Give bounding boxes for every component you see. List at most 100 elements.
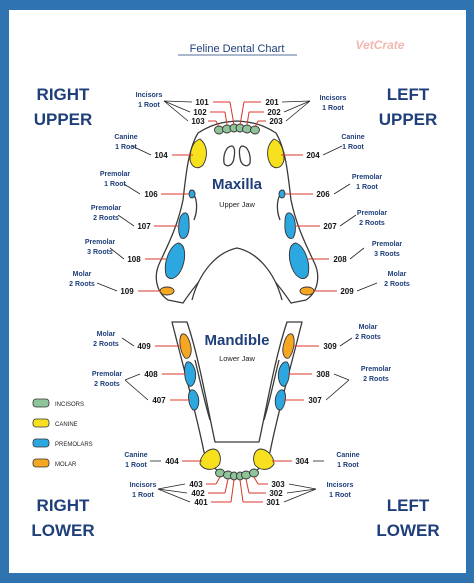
tooth-103-icon[interactable]: [214, 125, 224, 135]
pointer-307: [325, 379, 350, 401]
quadrant-right-upper-line2: UPPER: [34, 110, 93, 129]
quadrant-right-lower-line1: RIGHT: [37, 496, 91, 515]
legend-label-incisors: INCISORS: [55, 402, 84, 408]
tooth-number-303: 303: [271, 480, 285, 489]
tooth-number-101: 101: [195, 98, 209, 107]
tooth-number-206: 206: [316, 190, 330, 199]
pointer-ur-inc-101: [163, 100, 193, 103]
tooth-107-icon[interactable]: [178, 212, 190, 239]
label-left-lower-molar-type: Molar: [359, 324, 378, 331]
nasal-opening-right: [223, 145, 236, 167]
label-left-upper-premolar1-roots: 1 Root: [356, 184, 378, 191]
pointer-ur-inc-103: [163, 100, 189, 122]
label-left-upper-canine-roots: 1 Root: [342, 144, 364, 151]
legend: INCISORS CANINE PREMOLARS MOLAR: [32, 398, 93, 468]
leader-lines: [138, 101, 337, 503]
tooth-307-icon[interactable]: [274, 389, 286, 411]
mandible-inner-right: [194, 359, 211, 421]
label-left-upper-canine-type: Canine: [341, 134, 364, 141]
label-right-upper-premolar1-type: Premolar: [100, 171, 131, 178]
leader-402-rise: [224, 478, 229, 494]
quadrant-left-upper-line2: UPPER: [379, 110, 438, 129]
label-right-upper-premolar2-type: Premolar: [91, 205, 122, 212]
pointer-208: [349, 247, 365, 260]
label-right-lower-canine-type: Canine: [124, 452, 147, 459]
leader-403-rise: [215, 476, 221, 485]
tooth-207-icon[interactable]: [284, 212, 296, 239]
pointer-ul-inc-202: [283, 100, 311, 113]
chart-title: Feline Dental Chart: [190, 43, 285, 55]
tooth-number-409: 409: [137, 342, 151, 351]
tooth-104-icon[interactable]: [189, 138, 207, 169]
label-left-lower-canine-roots: 1 Root: [337, 462, 359, 469]
label-left-upper-molar-type: Molar: [388, 271, 407, 278]
tooth-number-404: 404: [165, 457, 179, 466]
legend-swatch-premolars: [32, 438, 50, 448]
label-right-upper-premolar3-roots: 3 Roots: [87, 249, 113, 256]
tooth-309-icon[interactable]: [282, 333, 295, 359]
tooth-106-icon[interactable]: [188, 189, 196, 199]
tooth-number-304: 304: [295, 457, 309, 466]
mandible-label: Mandible: [204, 332, 269, 349]
tooth-109-icon[interactable]: [159, 286, 175, 296]
pointer-409: [121, 337, 135, 347]
tooth-number-209: 209: [340, 287, 354, 296]
tooth-208-icon[interactable]: [288, 242, 310, 279]
tooth-209-icon[interactable]: [299, 286, 315, 296]
label-left-lower-incisors-type: Incisors: [327, 482, 354, 489]
pointer-lr-inc-301: [283, 488, 317, 503]
tooth-number-106: 106: [144, 190, 158, 199]
label-left-upper-incisors-roots: 1 Root: [322, 105, 344, 112]
quadrant-right-lower-line2: LOWER: [31, 521, 94, 540]
pointer-ul-inc-201: [281, 100, 311, 103]
tooth-409-icon[interactable]: [179, 333, 192, 359]
tooth-203-icon[interactable]: [250, 125, 260, 135]
label-left-upper-premolar1-type: Premolar: [352, 174, 383, 181]
label-left-upper-incisors-type: Incisors: [320, 95, 347, 102]
pointer-108: [109, 247, 125, 260]
label-right-lower-premolar-roots: 2 Roots: [94, 381, 120, 388]
pointer-ll-inc-403: [157, 483, 186, 490]
tooth-108-icon[interactable]: [164, 242, 186, 279]
tooth-number-109: 109: [120, 287, 134, 296]
label-left-upper-premolar3-type: Premolar: [372, 241, 403, 248]
pointer-lr-inc-302: [286, 488, 317, 494]
label-left-upper-premolar3-roots: 3 Roots: [374, 251, 400, 258]
tooth-number-104: 104: [154, 151, 168, 160]
label-right-upper-premolar2-roots: 2 Roots: [93, 215, 119, 222]
tooth-303-icon[interactable]: [249, 468, 259, 478]
tooth-number-207: 207: [323, 222, 337, 231]
pointer-104: [131, 145, 152, 156]
tooth-number-204: 204: [306, 151, 320, 160]
tooth-number-402: 402: [191, 489, 205, 498]
pointer-107: [117, 214, 135, 227]
tooth-204-icon[interactable]: [267, 138, 285, 169]
tooth-304-icon[interactable]: [253, 448, 275, 470]
leader-201-drop: [239, 101, 245, 126]
tooth-404-icon[interactable]: [199, 448, 221, 470]
label-left-upper-premolar2-type: Premolar: [357, 210, 388, 217]
label-right-lower-incisors-roots: 1 Root: [132, 492, 154, 499]
legend-label-premolars: PREMOLARS: [55, 442, 93, 448]
tooth-407-icon[interactable]: [188, 389, 200, 411]
quadrant-left-lower-line2: LOWER: [376, 521, 439, 540]
pointer-ll-inc-401: [157, 488, 191, 503]
tooth-202-icon[interactable]: [242, 124, 252, 134]
maxilla-label: Maxilla: [212, 176, 263, 193]
tooth-number-301: 301: [266, 498, 280, 507]
tooth-206-icon[interactable]: [278, 189, 286, 199]
label-right-upper-incisors-type: Incisors: [136, 92, 163, 99]
palate-arch: [191, 247, 283, 301]
tooth-number-202: 202: [267, 108, 281, 117]
pointer-lr-inc-303: [288, 483, 317, 490]
quadrant-left-lower-line1: LEFT: [387, 496, 430, 515]
legend-label-canine: CANINE: [55, 422, 78, 428]
pointer-lines: [96, 100, 378, 503]
tooth-number-203: 203: [269, 117, 283, 126]
tooth-number-307: 307: [308, 396, 322, 405]
pointer-207: [339, 214, 357, 227]
tooth-number-308: 308: [316, 370, 330, 379]
leader-102-drop: [224, 111, 228, 126]
tooth-number-407: 407: [152, 396, 166, 405]
